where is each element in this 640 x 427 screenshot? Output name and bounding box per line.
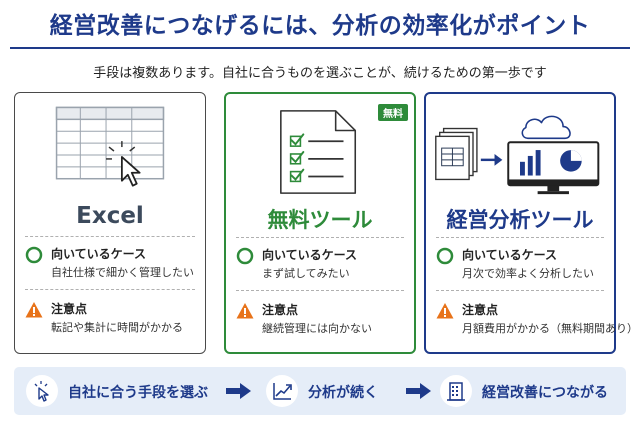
circle-ok-icon [436,247,454,265]
spreadsheet-with-cursor-icon [55,106,165,187]
checklist-document-icon [280,110,357,194]
free-tool-card: 無料 無料ツール 向いているケース まず試してみたい 注意点 継続管理には向かな… [224,92,416,354]
title-underline [10,47,630,49]
excel-card: Excel 向いているケース 自社仕様で細かく管理したい 注意点 転記や集計に時… [14,92,206,354]
rising-chart-icon [266,375,298,407]
divider [236,237,404,238]
page-title: 経営改善につなげるには、分析の効率化がポイント [49,13,591,39]
files-to-cloud-dashboard-icon [435,115,600,195]
card-title-excel: Excel [76,203,144,229]
arrow-right-icon [226,383,251,399]
free-badge: 無料 [378,104,408,121]
divider [25,289,195,290]
warning-icon [436,303,454,319]
flow-step-1: 自社に合う手段を選ぶ [68,385,208,401]
card-title-free-tool: 無料ツール [267,208,373,232]
arrow-right-icon [406,383,431,399]
card-title-analysis-tool: 経営分析ツール [446,208,594,232]
flow-step-3: 経営改善につながる [482,385,608,401]
divider [25,236,195,237]
warning-icon [25,302,43,318]
pointer-click-icon [26,375,58,407]
circle-ok-icon [236,247,254,265]
analysis-tool-card: 経営分析ツール 向いているケース 月次で効率よく分析したい 注意点 月額費用がか… [424,92,638,354]
flow-banner: 自社に合う手段を選ぶ 分析が続く 経営改善につながる [14,367,626,415]
divider [236,290,404,291]
divider [436,290,604,291]
flow-step-2: 分析が続く [308,385,378,401]
page-subtitle: 手段は複数あります。自社に合うものを選ぶことが、続けるための第一歩です [93,66,547,81]
divider [436,237,604,238]
building-icon [440,375,472,407]
warning-icon [236,303,254,319]
circle-ok-icon [25,246,43,264]
